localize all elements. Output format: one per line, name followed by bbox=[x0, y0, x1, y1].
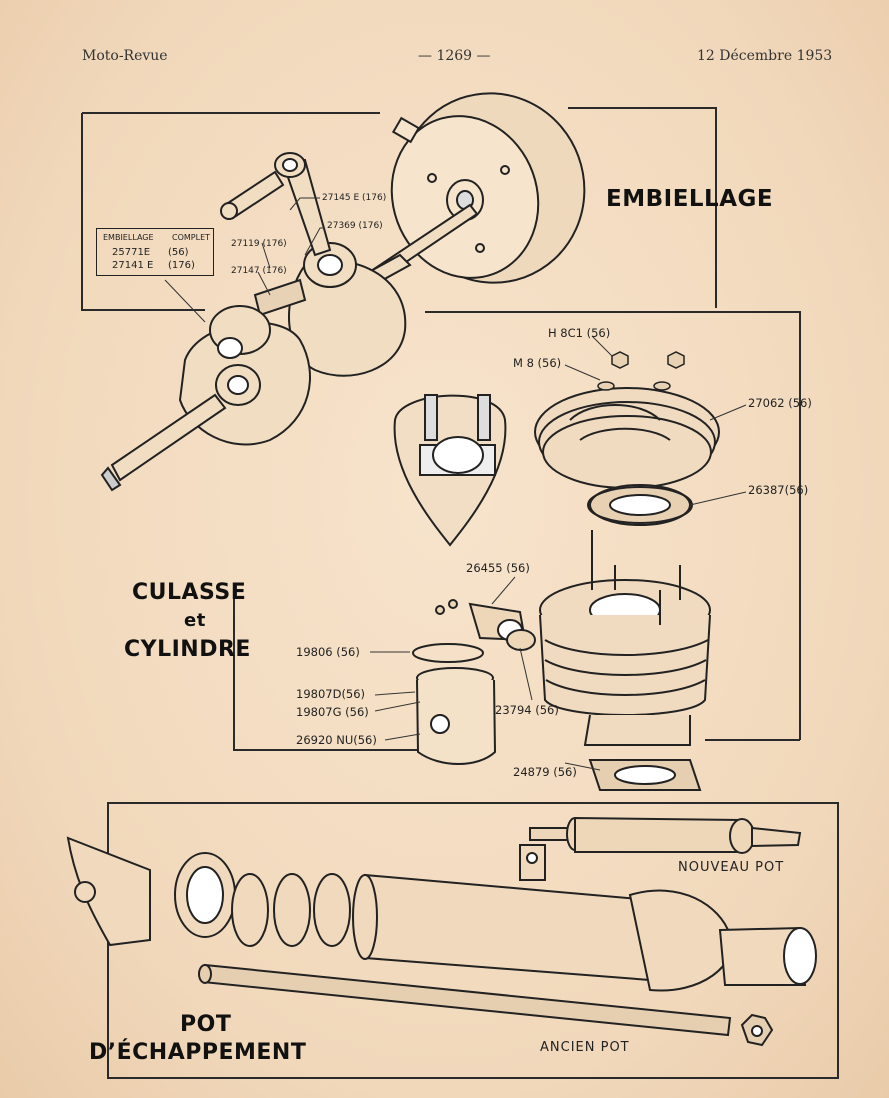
publication-name: Moto-Revue bbox=[82, 48, 168, 64]
cylinder-drawing bbox=[539, 530, 711, 746]
callout-24879: 24879 (56) bbox=[513, 765, 577, 779]
culasse-title-line1: CULASSE bbox=[132, 580, 247, 605]
callout-h8c1: H 8C1 (56) bbox=[548, 326, 611, 340]
callout-27147: 27147 (176) bbox=[231, 266, 287, 276]
culasse-title-line2: et bbox=[184, 610, 206, 631]
callout-26387: 26387(56) bbox=[748, 483, 809, 497]
old-exhaust-drawing bbox=[66, 836, 817, 992]
embiellage-part-box bbox=[96, 228, 214, 276]
embiellage-title: EMBIELLAGE bbox=[606, 186, 774, 212]
box-header-right: COMPLET bbox=[172, 233, 211, 242]
cylinder-head-drawing bbox=[534, 387, 720, 526]
new-exhaust-drawing bbox=[529, 816, 802, 854]
callout-m8: M 8 (56) bbox=[513, 356, 562, 370]
callout-19807d: 19807D(56) bbox=[296, 687, 366, 701]
callout-23794: 23794 (56) bbox=[495, 703, 559, 717]
box-ref-2: 27141 E bbox=[112, 260, 154, 271]
crankshaft-drawing bbox=[100, 152, 479, 492]
pot-title-line2: D’ÉCHAPPEMENT bbox=[89, 1040, 307, 1065]
box-size-1: (56) bbox=[168, 247, 189, 258]
callout-26455: 26455 (56) bbox=[466, 561, 530, 575]
cutaway-head-drawing bbox=[393, 394, 507, 547]
caption-old-exhaust: ANCIEN POT bbox=[540, 1040, 630, 1055]
box-size-2: (176) bbox=[168, 260, 195, 271]
caption-new-exhaust: NOUVEAU POT bbox=[678, 860, 785, 875]
page-number: — 1269 — bbox=[418, 48, 491, 64]
piston-drawing bbox=[412, 643, 497, 765]
issue-date: 12 Décembre 1953 bbox=[697, 48, 833, 64]
callout-27145: 27145 E (176) bbox=[322, 193, 387, 203]
box-header-left: EMBIELLAGE bbox=[103, 233, 154, 242]
pot-title-line1: POT bbox=[180, 1012, 232, 1037]
flywheel-drawing bbox=[390, 92, 586, 284]
callout-19806: 19806 (56) bbox=[296, 645, 360, 659]
callout-27119: 27119 (176) bbox=[231, 239, 287, 249]
callout-19807g: 19807G (56) bbox=[296, 705, 369, 719]
exhaust-rod-drawing bbox=[198, 963, 774, 1047]
culasse-title-line3: CYLINDRE bbox=[124, 637, 251, 662]
callout-27369: 27369 (176) bbox=[327, 221, 383, 231]
callout-27062: 27062 (56) bbox=[748, 396, 812, 410]
box-ref-1: 25771E bbox=[112, 247, 151, 258]
callout-26920: 26920 NU(56) bbox=[296, 733, 377, 747]
